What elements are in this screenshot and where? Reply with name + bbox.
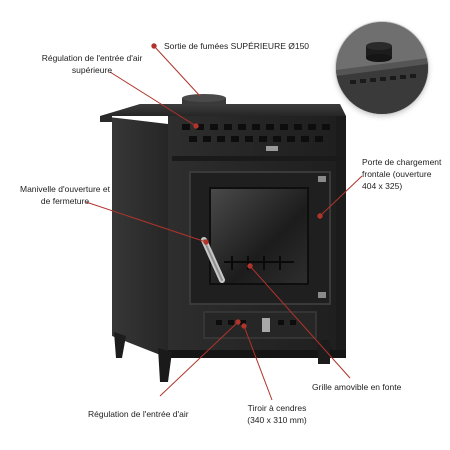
label-upper-air-line1: Régulation de l'entrée d'air bbox=[41, 53, 143, 63]
label-upper-air-line2: supérieure bbox=[71, 65, 113, 75]
stove-leg-left-back bbox=[114, 332, 126, 358]
label-flue-outlet: Sortie de fumées SUPÉRIEURE Ø150 bbox=[164, 40, 334, 52]
ash-drawer bbox=[203, 311, 317, 339]
drawer-handle bbox=[262, 318, 270, 332]
label-crank-line1: Manivelle d'ouverture et bbox=[20, 184, 110, 194]
label-drawer-line1: Tiroir à cendres bbox=[247, 403, 307, 413]
top-plate bbox=[100, 104, 346, 116]
label-crank-handle: Manivelle d'ouverture et de fermeture bbox=[2, 183, 128, 207]
side-panel bbox=[100, 116, 168, 358]
label-lower-air-regulation: Régulation de l'entrée d'air bbox=[88, 408, 218, 420]
label-grate-line: Grille amovible en fonte bbox=[312, 382, 402, 392]
door-glass bbox=[209, 187, 309, 285]
label-drawer-line2: (340 x 310 mm) bbox=[247, 415, 307, 425]
label-ash-drawer: Tiroir à cendres (340 x 310 mm) bbox=[232, 402, 322, 426]
upper-air-vent bbox=[182, 124, 330, 142]
upper-vent-knob bbox=[266, 146, 278, 151]
label-door-line2: frontale (ouverture bbox=[362, 169, 432, 179]
crank-handle bbox=[201, 237, 225, 283]
label-door-line3: 404 x 325) bbox=[362, 181, 403, 191]
label-crank-line2: de fermeture bbox=[40, 196, 90, 206]
cast-iron-grate bbox=[224, 256, 294, 270]
label-flue-line: Sortie de fumées SUPÉRIEURE Ø150 bbox=[164, 41, 310, 51]
label-removable-grate: Grille amovible en fonte bbox=[312, 381, 442, 393]
label-lower-air-line: Régulation de l'entrée d'air bbox=[88, 409, 189, 419]
lower-air-vent bbox=[216, 320, 296, 325]
stove-leg-left-front bbox=[158, 348, 172, 382]
flue-detail-image bbox=[336, 22, 428, 114]
flue-detail-inset bbox=[336, 22, 428, 114]
label-door-line1: Porte de chargement bbox=[362, 157, 442, 167]
label-loading-door: Porte de chargement frontale (ouverture … bbox=[362, 156, 448, 192]
label-upper-air-regulation: Régulation de l'entrée d'air supérieure bbox=[22, 52, 162, 76]
